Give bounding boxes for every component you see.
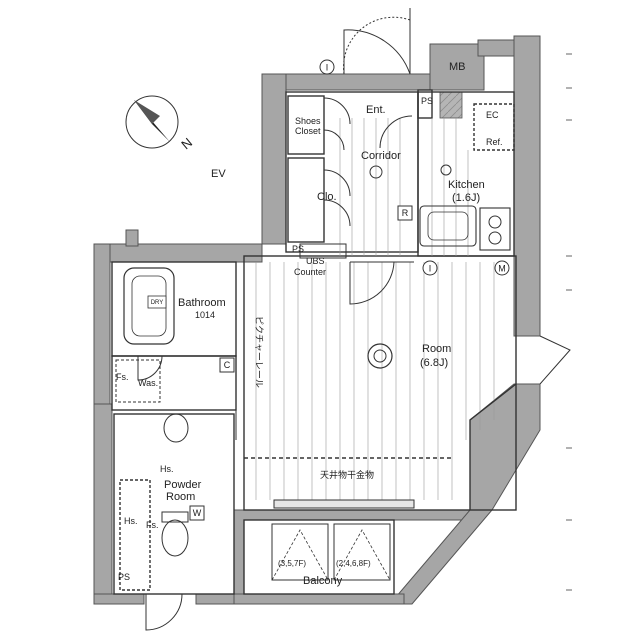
ev-label: EV <box>211 168 226 180</box>
balcony-sliding-door <box>273 499 415 509</box>
svg-text:I: I <box>326 63 329 73</box>
w-box-label: W <box>193 508 202 518</box>
counter-fixture <box>299 243 347 259</box>
toilet-tank-icon <box>161 511 189 523</box>
bathtub <box>123 267 175 345</box>
washing-machine-space <box>115 359 161 403</box>
exterior-walls <box>93 35 541 605</box>
room-slanted-wall <box>469 383 517 510</box>
corridor-light-icon <box>369 165 383 179</box>
bathroom-size-label: 1014 <box>195 310 215 320</box>
hs-label-1: Hs. <box>160 464 174 474</box>
cooktop-icon <box>479 207 511 251</box>
c-box-label: C <box>224 360 231 370</box>
svg-text:I: I <box>429 264 432 274</box>
powder-room-label-1: Powder <box>164 479 202 491</box>
picture-rail-label: ピクチャーレール <box>254 316 264 388</box>
ps-bottom-label: PS <box>118 572 130 582</box>
mb-label: MB <box>449 61 466 73</box>
fs-label-2: Fs. <box>146 520 159 530</box>
svg-text:M: M <box>498 264 506 274</box>
room-label: Room <box>422 343 451 355</box>
ceiling-hanger-label: 天井物干金物 <box>320 469 374 480</box>
washer-label: Was. <box>138 378 158 388</box>
shoes-closet-label-1: Shoes <box>295 116 321 126</box>
ref-label: Ref. <box>486 137 503 147</box>
ec-label: EC <box>486 110 499 120</box>
corridor-label: Corridor <box>361 150 401 162</box>
compass-north-label: N <box>178 135 195 153</box>
r-box-label: R <box>402 208 409 218</box>
dry-label: DRY <box>151 300 164 306</box>
ceiling-light-icon <box>367 343 393 369</box>
marker-m-room: M <box>494 260 510 276</box>
entrance-label: Ent. <box>366 104 386 116</box>
ps-mid-label: PS <box>292 244 304 254</box>
closet-label: Clo. <box>317 191 337 203</box>
balcony-window-a <box>271 523 329 581</box>
kitchen-label: Kitchen <box>448 179 485 191</box>
hatch-block <box>439 91 463 119</box>
marker-i-room: I <box>422 260 438 276</box>
ps-top-label: PS <box>421 96 433 106</box>
shoes-closet-label-2: Closet <box>295 126 321 136</box>
powder-room-label-2: Room <box>166 491 195 503</box>
floor-a-label: (3,5,7F) <box>278 559 306 568</box>
room-area-label: (6.8J) <box>420 357 448 369</box>
kitchen-sink-icon <box>419 205 477 247</box>
kitchen-area-label: (1.6J) <box>452 192 480 204</box>
margin-ticks <box>566 53 572 591</box>
marker-i-door: I <box>319 59 335 75</box>
floor-stripes <box>255 118 495 500</box>
compass: N <box>125 95 195 153</box>
labels: MB PS Ent. Shoes Closet EC Ref. Corridor… <box>116 61 503 587</box>
fs-label-1: Fs. <box>116 372 129 382</box>
counter-label: Counter <box>294 267 326 277</box>
hs-label-2: Hs. <box>124 516 138 526</box>
doors <box>137 8 571 631</box>
toilet-bowl-icon <box>161 519 189 557</box>
floor-b-label: (2,4,6,8F) <box>336 559 371 568</box>
counter-small-label: UBS <box>306 256 325 266</box>
kitchen-light-icon <box>440 164 452 176</box>
balcony-window-b <box>333 523 391 581</box>
bathroom-label: Bathroom <box>178 297 226 309</box>
balcony-label: Balcony <box>303 575 343 587</box>
wash-basin-icon <box>163 413 189 443</box>
